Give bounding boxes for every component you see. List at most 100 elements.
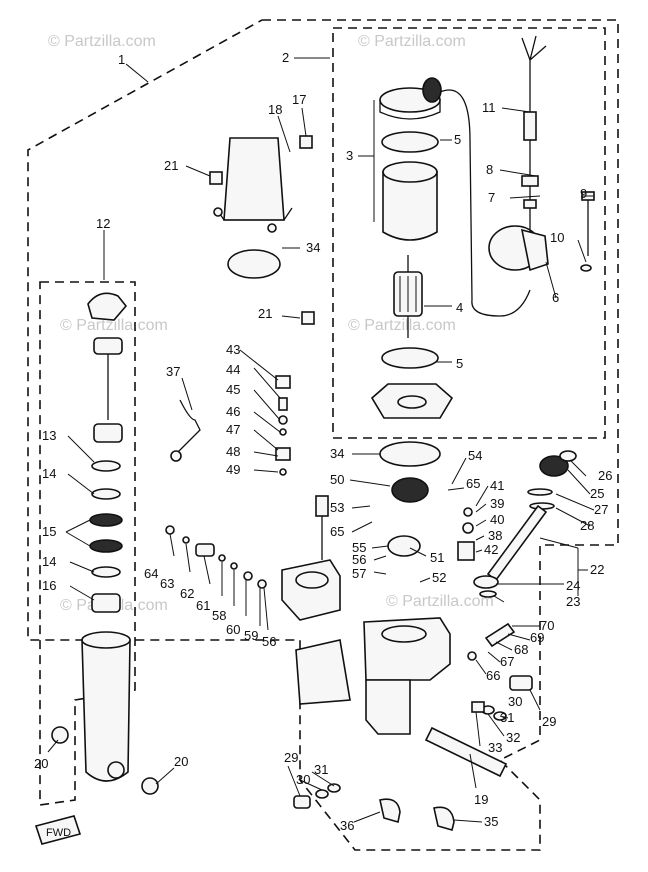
- cylinder-bore: [81, 631, 131, 649]
- callout-label: 50: [330, 472, 344, 487]
- pump-group: [165, 135, 577, 831]
- callout-label: 47: [226, 422, 240, 437]
- callout-label: 33: [488, 740, 502, 755]
- callout-label: 70: [540, 618, 554, 633]
- o-ring: [381, 347, 439, 369]
- fitting: [293, 795, 311, 809]
- plug: [243, 571, 253, 581]
- o-ring: [381, 131, 439, 153]
- bolt: [301, 311, 315, 325]
- seal: [559, 450, 577, 462]
- watermark-layer: © Partzilla.com © Partzilla.com © Partzi…: [48, 33, 494, 614]
- fwd-arrow: FWD: [34, 815, 82, 845]
- callout-label: 3: [346, 148, 353, 163]
- callout-label: 57: [352, 566, 366, 581]
- callout-label: 8: [486, 162, 493, 177]
- ball: [463, 507, 473, 517]
- callout-label: 46: [226, 404, 240, 419]
- assembly-outline-motor: [332, 27, 606, 439]
- callout-label: 41: [490, 478, 504, 493]
- callout-label: 66: [486, 668, 500, 683]
- callout-label: 18: [268, 102, 282, 117]
- callout-label: 56: [352, 552, 366, 567]
- bolt: [141, 777, 159, 795]
- backup-ring: [89, 513, 123, 527]
- fwd-label: FWD: [46, 827, 71, 839]
- pump-body: [281, 559, 341, 621]
- o-ring: [479, 590, 497, 598]
- callout-label: 67: [500, 654, 514, 669]
- valve-seat: [275, 447, 291, 461]
- o-ring: [91, 566, 121, 578]
- callout-label: 30: [296, 772, 310, 787]
- callout-label: 53: [330, 500, 344, 515]
- callout-label: 14: [42, 466, 56, 481]
- valve-plug: [457, 541, 475, 561]
- o-ring: [315, 789, 329, 799]
- fitting: [471, 701, 485, 713]
- watermark: © Partzilla.com: [348, 317, 456, 334]
- callout-label: 69: [530, 630, 544, 645]
- callout-label: 16: [42, 578, 56, 593]
- callout-label: 17: [292, 92, 306, 107]
- callout-label: 19: [474, 792, 488, 807]
- callout-label: 35: [484, 814, 498, 829]
- hose-pipe: [177, 399, 201, 453]
- backup-ring: [89, 539, 123, 553]
- o-ring-small: [182, 536, 190, 544]
- callout-label: 58: [212, 608, 226, 623]
- cylinder-gland: [91, 593, 121, 613]
- reservoir-hole: [267, 223, 277, 233]
- fwd-arrow-body: [34, 815, 82, 845]
- reservoir: [223, 137, 285, 221]
- callout-label: 26: [598, 468, 612, 483]
- callout-label: 13: [42, 428, 56, 443]
- o-ring: [91, 460, 121, 472]
- tilt-shaft: [424, 726, 508, 778]
- callout-label: 51: [430, 550, 444, 565]
- relay-bracket: [520, 228, 549, 272]
- callout-label: 52: [432, 570, 446, 585]
- plug: [257, 579, 267, 589]
- callout-label: 49: [226, 462, 240, 477]
- watermark: © Partzilla.com: [48, 33, 156, 50]
- callout-label: 59: [244, 628, 258, 643]
- valve: [195, 543, 215, 557]
- callout-label: 44: [226, 362, 240, 377]
- o-ring-small: [279, 468, 287, 476]
- bolt: [209, 171, 223, 185]
- brush-holder-body: [379, 100, 441, 120]
- callout-label: 15: [42, 524, 56, 539]
- leader-lines: [47, 57, 595, 823]
- callout-label: 54: [468, 448, 482, 463]
- callout-label: 28: [580, 518, 594, 533]
- callout-label: 5: [456, 356, 463, 371]
- callout-label: 65: [330, 524, 344, 539]
- cable-ends: [521, 35, 547, 61]
- callout-label: 7: [488, 190, 495, 205]
- pump-body-bore: [295, 571, 329, 589]
- manual-valve: [539, 455, 569, 477]
- end-plate-bore: [397, 395, 427, 409]
- cylinder-cap: [87, 292, 128, 321]
- callout-label: 64: [144, 566, 158, 581]
- callout-label: 11: [482, 100, 496, 115]
- yoke-top: [382, 161, 438, 183]
- callout-label: 27: [594, 502, 608, 517]
- cylinder-eye: [107, 761, 125, 779]
- o-ring: [91, 488, 121, 500]
- valve-body-bore: [381, 625, 427, 643]
- callout-label: 29: [284, 750, 298, 765]
- ball: [467, 651, 477, 661]
- gear-pump: [391, 477, 429, 503]
- callout-label: 48: [226, 444, 240, 459]
- o-ring: [327, 783, 341, 793]
- ball: [218, 554, 226, 562]
- shuttle-piston: [387, 535, 421, 557]
- callout-label: 22: [590, 562, 604, 577]
- piston: [93, 423, 123, 443]
- plug: [299, 135, 313, 149]
- callout-label: 6: [552, 290, 559, 305]
- grommet: [521, 175, 539, 187]
- callout-label: 65: [466, 476, 480, 491]
